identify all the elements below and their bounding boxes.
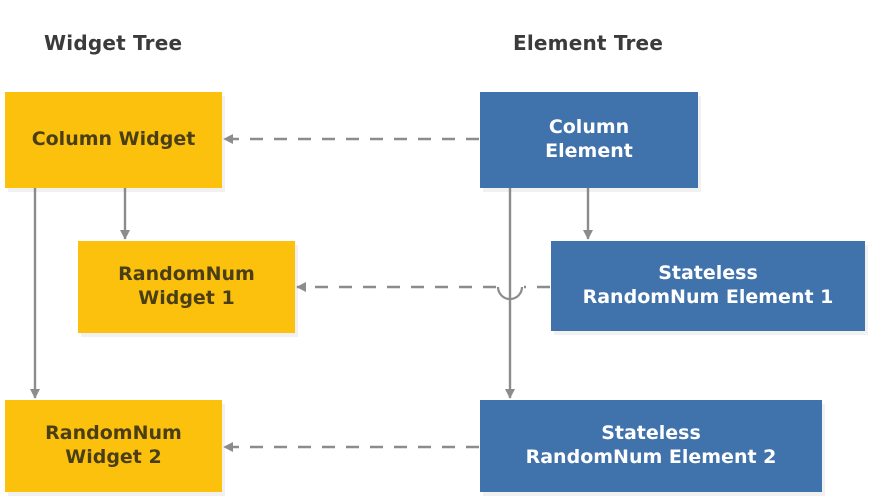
node-column-widget[interactable]: Column Widget — [5, 92, 222, 188]
node-stateless-randomnum-element-1-line1: Stateless — [658, 262, 758, 285]
node-stateless-randomnum-element-2-label: Stateless RandomNum Element 2 — [480, 422, 822, 469]
node-column-element-label: Column Element — [480, 116, 698, 163]
node-column-widget-line1: Column Widget — [31, 128, 196, 151]
node-column-element-line1: Column — [548, 116, 630, 139]
node-column-element[interactable]: Column Element — [480, 92, 698, 188]
edge-ref-sl-element-1-to-randomnum-widget-1 — [296, 281, 550, 301]
node-randomnum-widget-1-line2: Widget 1 — [138, 287, 235, 309]
node-column-widget-label: Column Widget — [5, 128, 222, 152]
node-stateless-randomnum-element-1[interactable]: Stateless RandomNum Element 1 — [551, 241, 865, 331]
node-stateless-randomnum-element-1-label: Stateless RandomNum Element 1 — [551, 262, 865, 309]
node-column-element-line2: Element — [545, 140, 633, 162]
node-stateless-randomnum-element-2-line2: RandomNum Element 2 — [525, 446, 777, 468]
node-randomnum-widget-2-line1: RandomNum — [45, 422, 182, 445]
node-randomnum-widget-2-line2: Widget 2 — [65, 446, 162, 468]
node-stateless-randomnum-element-2-line1: Stateless — [601, 422, 701, 445]
node-randomnum-widget-1-label: RandomNum Widget 1 — [78, 263, 295, 310]
node-randomnum-widget-2-label: RandomNum Widget 2 — [5, 422, 222, 469]
node-randomnum-widget-2[interactable]: RandomNum Widget 2 — [5, 400, 222, 492]
node-stateless-randomnum-element-2[interactable]: Stateless RandomNum Element 2 — [480, 400, 822, 492]
widget-tree-heading: Widget Tree — [44, 31, 183, 55]
node-stateless-randomnum-element-1-line2: RandomNum Element 1 — [582, 286, 834, 308]
node-randomnum-widget-1[interactable]: RandomNum Widget 1 — [78, 241, 295, 333]
node-randomnum-widget-1-line1: RandomNum — [118, 263, 255, 286]
element-tree-heading: Element Tree — [513, 31, 664, 55]
